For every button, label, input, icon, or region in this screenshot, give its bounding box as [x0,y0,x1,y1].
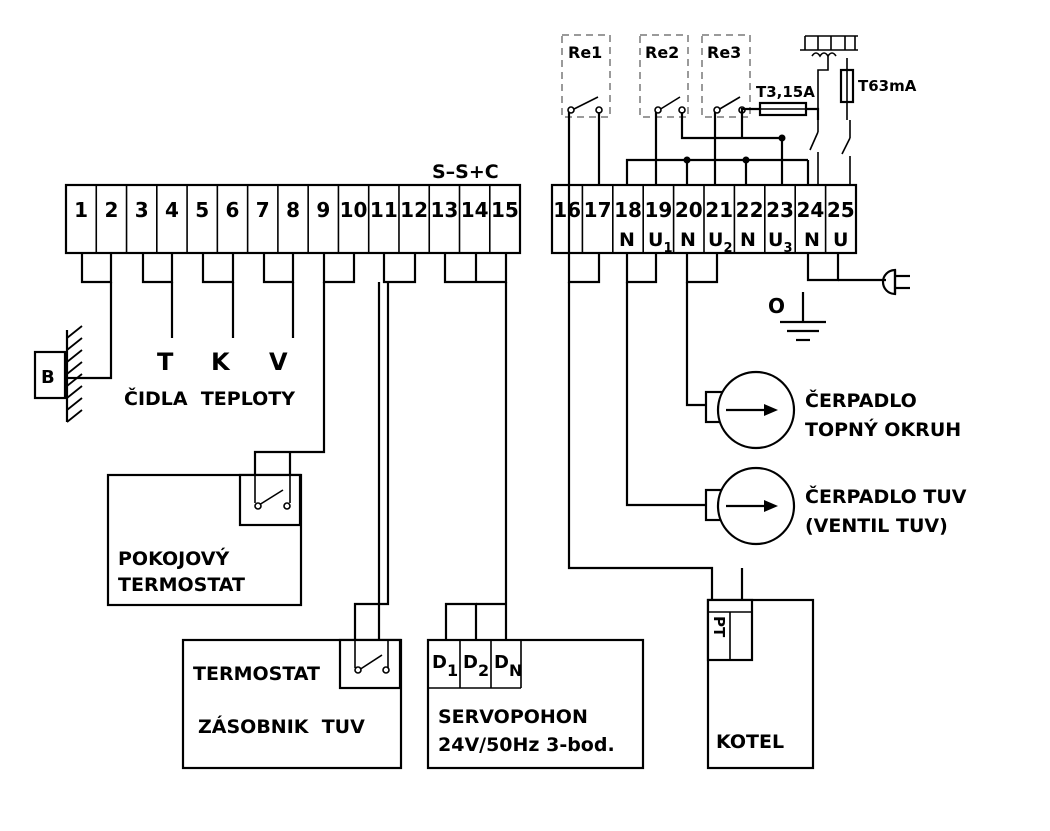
earth-label: O [768,294,785,318]
room-thermostat: POKOJOVÝ TERMOSTAT [106,253,356,607]
fuse-main-label: T3,15A [756,83,815,101]
terminal-16-label: 16 [553,198,581,222]
terminal-19-label: 19 [644,198,672,222]
terminal-25-label: 25 [827,198,855,222]
room-thermostat-line1: POKOJOVÝ [118,546,230,570]
servo-drive: D1 D2 DN SERVOPOHON 24V/50Hz 3-bod. [426,253,645,770]
terminal-23-label: 23 [766,198,794,222]
sensor-b-box [33,350,67,400]
relay-re2-label: Re2 [645,43,679,62]
terminal-24-sub: N [804,229,820,251]
sensors-caption: ČIDLA TEPLOTY [124,386,295,410]
terminal-23-sub: U3 [768,229,792,256]
terminal-4-label: 4 [165,198,179,222]
servo-line2: 24V/50Hz 3-bod. [438,734,615,756]
terminal-20-label: 20 [675,198,703,222]
pump-heating-line1: ČERPADLO [805,388,917,412]
terminal-17-label: 17 [584,198,612,222]
sensor-b-label: B [41,367,55,388]
terminal-13-label: 13 [430,198,458,222]
terminal-25-sub: U [833,229,848,251]
transformer [800,35,858,120]
terminal-21-label: 21 [705,198,733,222]
terminal-22-label: 22 [736,198,764,222]
fuse-small-label: T63mA [858,77,917,95]
power-plug [806,253,910,296]
pump-dhw: ČERPADLO TUV (VENTIL TUV) [625,253,967,546]
boiler-pt: PT [710,616,728,638]
pump-dhw-line1: ČERPADLO TUV [805,484,967,508]
boiler-label: KOTEL [716,731,784,753]
terminal-12-label: 12 [400,198,428,222]
servo-d2: D2 [463,652,489,680]
terminal-5-label: 5 [195,198,209,222]
boiler: PT KOTEL [567,253,815,770]
terminal-14-label: 14 [461,198,489,222]
terminal-24-label: 24 [796,198,824,222]
terminal-20-sub: N [680,229,696,251]
tank-thermostat-line2: ZÁSOBNIK TUV [198,715,365,738]
relay-re1-label: Re1 [568,43,602,62]
sensor-k-label: K [211,348,231,376]
power-supply: T3,15A T63mA [625,35,917,185]
terminal-18-sub: N [619,229,635,251]
terminal-21-sub: U2 [708,229,732,256]
pump-heating: ČERPADLO TOPNÝ OKRUH [685,253,961,450]
pump-heating-line2: TOPNÝ OKRUH [805,417,961,441]
terminal-1-label: 1 [74,198,88,222]
terminal-2-label: 2 [104,198,118,222]
terminal-22-sub: N [740,229,756,251]
terminal-19-sub: U1 [648,229,672,256]
terminal-11-label: 11 [370,198,398,222]
tank-thermostat: TERMOSTAT ZÁSOBNIK TUV [181,253,417,770]
terminal-10-label: 10 [340,198,368,222]
earth-symbol: O [768,292,826,342]
tank-thermostat-line1: TERMOSTAT [193,663,320,685]
terminal-6-label: 6 [226,198,240,222]
room-thermostat-line2: TERMOSTAT [118,574,245,596]
sensor-v-label: V [269,348,288,376]
pump-dhw-line2: (VENTIL TUV) [805,515,948,537]
terminal-18-label: 18 [614,198,642,222]
temperature-sensors: B T K V ČIDLA TEPLOTY [33,253,295,423]
relay-re3-label: Re3 [707,43,741,62]
terminal-3-label: 3 [135,198,149,222]
sensor-t-label: T [157,348,174,376]
bus-label: S–S+C [432,161,499,183]
servo-d1: D1 [432,652,458,680]
terminal-15-label: 15 [491,198,519,222]
terminal-7-label: 7 [256,198,270,222]
servo-line1: SERVOPOHON [438,706,588,728]
servo-dn: DN [494,652,522,680]
terminal-9-label: 9 [316,198,330,222]
ground-hatch [66,325,83,423]
terminal-8-label: 8 [286,198,300,222]
relays: Re1 Re2 Re3 [561,34,782,253]
